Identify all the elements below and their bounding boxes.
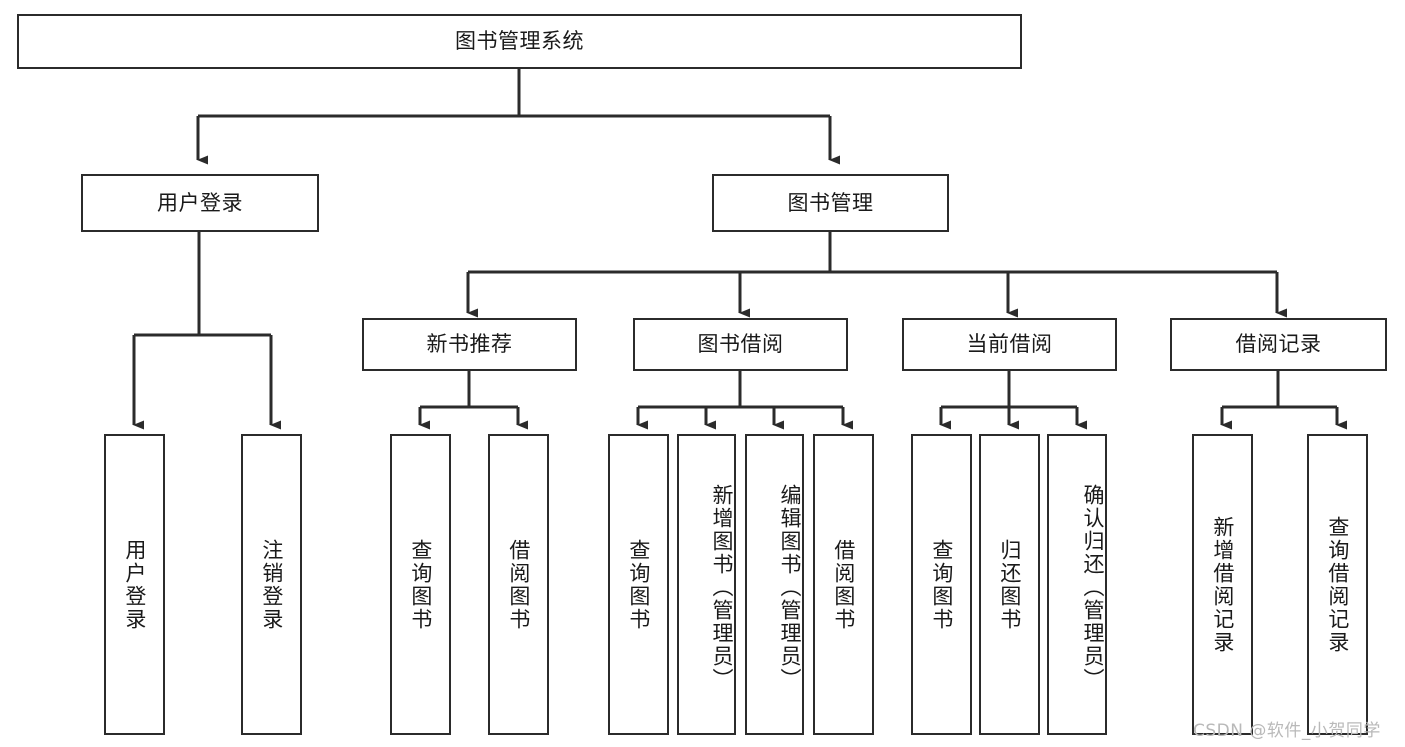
node-book-management[interactable]: 图书管理 (712, 174, 949, 232)
leaf-current-return-book[interactable]: 归还图书 (979, 434, 1040, 735)
node-root-system[interactable]: 图书管理系统 (17, 14, 1022, 69)
leaf-record-query-record[interactable]: 查询借阅记录 (1307, 434, 1368, 735)
leaf-newbook-borrow-book[interactable]: 借阅图书 (488, 434, 549, 735)
node-current-borrow[interactable]: 当前借阅 (902, 318, 1117, 371)
csdn-watermark: CSDN @软件_小贺同学 (1193, 721, 1381, 741)
leaf-record-add-record[interactable]: 新增借阅记录 (1192, 434, 1253, 735)
node-borrow-record[interactable]: 借阅记录 (1170, 318, 1387, 371)
borrow-record-connectors (1220, 371, 1347, 430)
leaf-user-logout[interactable]: 注销登录 (241, 434, 302, 735)
user-login-connectors (132, 232, 281, 430)
leaf-borrow-add-book-admin[interactable]: 新增图书（管理员） (677, 434, 736, 735)
leaf-current-confirm-return-admin[interactable]: 确认归还（管理员） (1047, 434, 1107, 735)
node-user-login[interactable]: 用户登录 (81, 174, 319, 232)
book-borrow-connectors (636, 371, 853, 430)
leaf-user-login-do[interactable]: 用户登录 (104, 434, 165, 735)
leaf-borrow-query-book[interactable]: 查询图书 (608, 434, 669, 735)
leaf-borrow-edit-book-admin[interactable]: 编辑图书（管理员） (745, 434, 804, 735)
node-book-borrow[interactable]: 图书借阅 (633, 318, 848, 371)
new-book-connectors (418, 371, 528, 430)
node-new-book-recommend[interactable]: 新书推荐 (362, 318, 577, 371)
leaf-borrow-borrow-book[interactable]: 借阅图书 (813, 434, 874, 735)
leaf-newbook-query-book[interactable]: 查询图书 (390, 434, 451, 735)
book-manage-connectors (466, 232, 1287, 318)
root-connectors (196, 69, 840, 165)
leaf-current-query-book[interactable]: 查询图书 (911, 434, 972, 735)
current-borrow-connectors (939, 371, 1087, 430)
